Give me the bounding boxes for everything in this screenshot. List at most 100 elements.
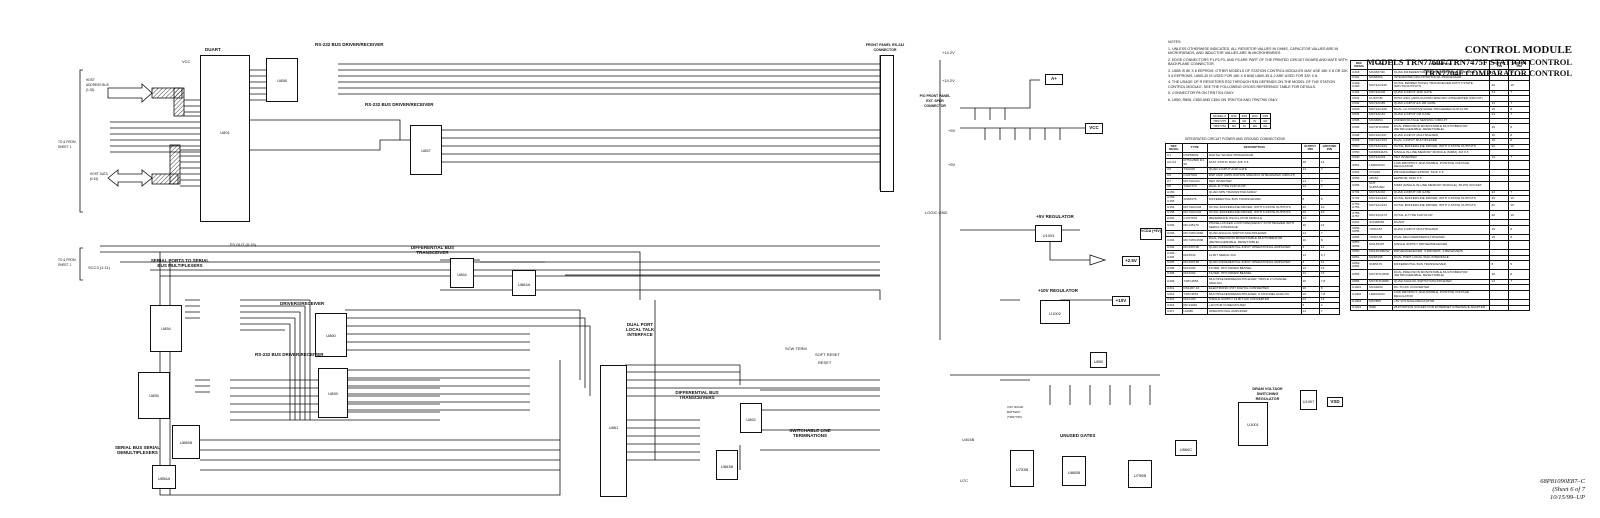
ic-cell: U309 bbox=[1165, 276, 1183, 287]
ic-cell: 8 bbox=[1508, 224, 1530, 236]
model-header-cell: MODEL # bbox=[1209, 113, 1230, 119]
net-vcda: VCDA (+5V) bbox=[1140, 228, 1162, 240]
chip-u855: U855 bbox=[138, 372, 170, 419]
note-5: 5. CONNECTOR P8 ON TRN7704 ONLY. bbox=[1168, 91, 1235, 96]
ic-cell: 16 bbox=[1300, 235, 1320, 246]
ic-cell: U202 bbox=[1165, 220, 1183, 232]
ic-cell: 12 bbox=[1318, 296, 1341, 304]
ic-cell: U862-U864 bbox=[1349, 260, 1369, 271]
ic-cell: DIFFERENTIAL BUS TRANSCEIVER bbox=[1391, 260, 1491, 271]
chip-u1003: U1003 bbox=[1035, 225, 1062, 242]
ic-cell: LOW DROPOUT, ADJUSTABLE, POSITIVE VOLTAG… bbox=[1391, 289, 1491, 300]
ic-cell: MC74AC245 bbox=[1367, 80, 1393, 91]
ic-cell bbox=[1508, 239, 1530, 250]
chip-u860: U860 bbox=[315, 313, 347, 357]
ic-cell: 10 bbox=[1508, 210, 1530, 221]
ic-cell: U1201 bbox=[1349, 304, 1369, 312]
ic-cell: +5V VOLTAGE REGULATOR bbox=[1391, 298, 1491, 306]
net-vcc: VCC bbox=[182, 59, 191, 64]
ic-cell bbox=[1489, 160, 1510, 171]
ic-header-cell: GROUND PIN bbox=[1318, 142, 1341, 154]
ic-header-cell: TYPE bbox=[1181, 142, 1208, 154]
ic-cell: OCTAL D-TYPE FLIP-FLOP bbox=[1391, 210, 1491, 221]
ic-cell: U651 bbox=[1349, 160, 1369, 171]
revision-date: 10/15/99–UP bbox=[1549, 494, 1585, 501]
schematic-wiring bbox=[79, 55, 1160, 496]
ic-cell: 14 bbox=[1300, 250, 1320, 261]
ic-cell: SINGLE SUPPLY DRIVER/RECEIVER bbox=[1391, 239, 1491, 250]
ic-header-cell: REF DESIG bbox=[1349, 59, 1369, 71]
chip-u856b: U856B bbox=[172, 425, 200, 459]
drawing-number: 68P81090E87–C bbox=[1540, 478, 1585, 485]
ic-cell: 16 bbox=[1489, 123, 1510, 134]
ic-cell: MC14040 bbox=[1181, 302, 1208, 309]
ic-cell: 20 bbox=[1489, 210, 1510, 221]
ic-cell: QUAD 2-INPUT EX-OR GATE bbox=[1391, 100, 1491, 108]
ic-cell: 14 bbox=[1318, 157, 1341, 168]
ic-table-caption: INTEGRATED CIRCUIT POWER AND GROUND CONN… bbox=[1185, 137, 1285, 141]
ic-cell: U751-U753 bbox=[1349, 201, 1369, 212]
chip-u863a: U863A bbox=[512, 270, 536, 296]
net-logic-gnd: LOGIC GND bbox=[925, 210, 948, 215]
net-battery: 3.6V NICAD BATTERY (TRN7760) bbox=[1007, 405, 1024, 419]
label-front-panel: FRONT PANEL RS-232 CONNECTOR bbox=[865, 43, 905, 52]
model-cell: 0Ω bbox=[1249, 123, 1261, 129]
net-14v2-b: +14.2V bbox=[942, 78, 955, 83]
ic-cell bbox=[1508, 289, 1530, 300]
ic-cell: MT5C2568 DJ-20 bbox=[1181, 157, 1208, 168]
ic-cell: 74HC4053 bbox=[1181, 276, 1208, 287]
ic-cell: SIMM (SINGLE IN-LINE MEMORY MODULE), 80-… bbox=[1391, 180, 1491, 191]
chip-u858: U858 bbox=[266, 58, 298, 102]
ic-cell: 11 bbox=[1508, 69, 1530, 76]
ic-cell bbox=[1489, 289, 1510, 300]
host-address-bus-arrow bbox=[107, 83, 185, 117]
ic-cell: 5 bbox=[1300, 302, 1320, 309]
ic-cell bbox=[1489, 95, 1510, 102]
ic-cell: PHASE-LOCKED LOOP FREQUENCY SYNTHESIZER … bbox=[1206, 220, 1302, 232]
net-reset: RESET bbox=[818, 360, 832, 365]
ic-cell: OCTAL BUFFER/LINE DRIVER, WITH 3-STATE O… bbox=[1391, 201, 1491, 212]
ic-cell: 20 bbox=[1489, 80, 1510, 91]
ic-cell: 14 bbox=[1489, 278, 1510, 286]
ic-cell: U501 bbox=[1349, 95, 1369, 102]
ic-cell: 8392 bbox=[1367, 304, 1393, 312]
label-5v-regulator: +5V REGULATOR bbox=[1036, 214, 1074, 219]
ic-cell: 6,7 bbox=[1318, 250, 1341, 261]
ic-header-cell: SUPPLY PIN bbox=[1489, 59, 1510, 71]
ic-cell: LM2931CD bbox=[1367, 289, 1393, 300]
ic-cell: 7 bbox=[1318, 308, 1341, 315]
net-5v-a: +5V bbox=[948, 128, 956, 133]
ic-cell: LOW DROPOUT, ADJUSTABLE, POSITIVE VOLTAG… bbox=[1391, 160, 1491, 171]
ic-cell: 8 bbox=[1300, 194, 1320, 206]
ic-cell: U506 bbox=[1349, 123, 1369, 134]
sheet-number: (Sheet 6 of 7 bbox=[1552, 486, 1585, 493]
note-6: 6. U850, R808, C853 AND C854 ON TRN7704 … bbox=[1168, 97, 1279, 102]
ic-cell: SN65176 bbox=[1367, 260, 1393, 271]
ic-cell: MULTIPLEXER/DEMULTIPLEXER, TRIPLE 2 CHAN… bbox=[1206, 276, 1302, 287]
chip-u1001: U1001 bbox=[1238, 402, 1268, 446]
ic-header-cell: DESCRIPTION bbox=[1206, 142, 1302, 154]
ic-cell: 74HC4051 bbox=[1181, 291, 1208, 298]
ic-cell: 12-BIT SERIAL D/A bbox=[1206, 250, 1302, 261]
label-differential-bus: DIFFERENTIAL BUS TRANSCEIVER bbox=[410, 245, 455, 255]
ic-cell: U317 bbox=[1165, 308, 1183, 315]
ic-cell: 28-POSITION SOCKET FOR ETHERNET INTERFAC… bbox=[1391, 304, 1491, 312]
ic-cell: U2-U4 bbox=[1165, 157, 1183, 168]
ic-cell bbox=[1489, 298, 1510, 306]
title-line-1: CONTROL MODULE bbox=[1464, 44, 1572, 56]
label-front-panel-ext: P/O FRONT PANEL EXT. SPKR CONNECTOR bbox=[919, 94, 951, 108]
ic-cell: MC74HC4538 bbox=[1367, 269, 1393, 280]
